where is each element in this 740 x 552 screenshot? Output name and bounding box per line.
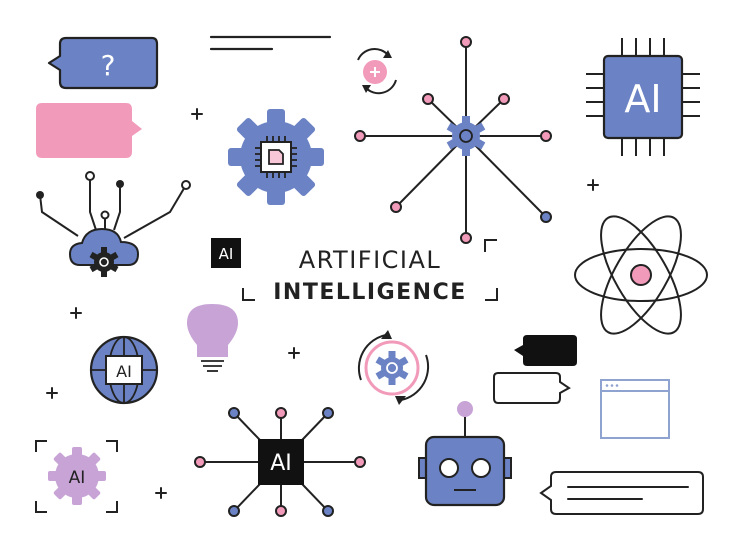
plus-icon [70, 307, 82, 319]
title-line-2: INTELLIGENCE [273, 280, 467, 305]
network-hub-icon [354, 36, 552, 244]
plus-icon [46, 387, 58, 399]
message-bar-icon [539, 471, 704, 515]
ai-badge-icon: AI [211, 238, 241, 268]
robot-head-icon [418, 401, 512, 507]
atom-icon [574, 215, 708, 335]
plus-icon [288, 347, 300, 359]
ai-hub-label: AI [270, 451, 292, 476]
ai-globe-label: AI [116, 362, 132, 381]
ai-chip-label: AI [624, 77, 661, 121]
refresh-plus-icon [357, 48, 397, 95]
chat-bubble-pink-icon [36, 103, 142, 158]
ai-chip-icon: AI [586, 38, 700, 156]
ai-gear-icon: AI [35, 440, 118, 513]
text-lines-icon [209, 35, 332, 51]
refresh-gear-icon [357, 330, 430, 405]
chat-bubbles-icon [493, 335, 577, 404]
ai-badge-label: AI [219, 245, 234, 263]
plus-icon [155, 487, 167, 499]
gear-chip-icon [228, 109, 324, 205]
question-mark-text: ? [101, 49, 116, 82]
title-line-1: ARTIFICIAL [299, 246, 442, 274]
plus-icon [191, 108, 203, 120]
cloud-network-icon [36, 171, 191, 277]
plus-marks [46, 108, 599, 499]
ai-globe-icon: AI [89, 335, 159, 405]
chat-bubble-question-icon: ? [47, 36, 159, 90]
ai-hub-icon: AI [194, 407, 366, 517]
plus-icon [587, 179, 599, 191]
lightbulb-icon [187, 304, 238, 372]
ai-gear-label: AI [69, 468, 86, 488]
browser-window-icon [600, 379, 670, 439]
title-block: ARTIFICIAL INTELLIGENCE [242, 239, 498, 305]
